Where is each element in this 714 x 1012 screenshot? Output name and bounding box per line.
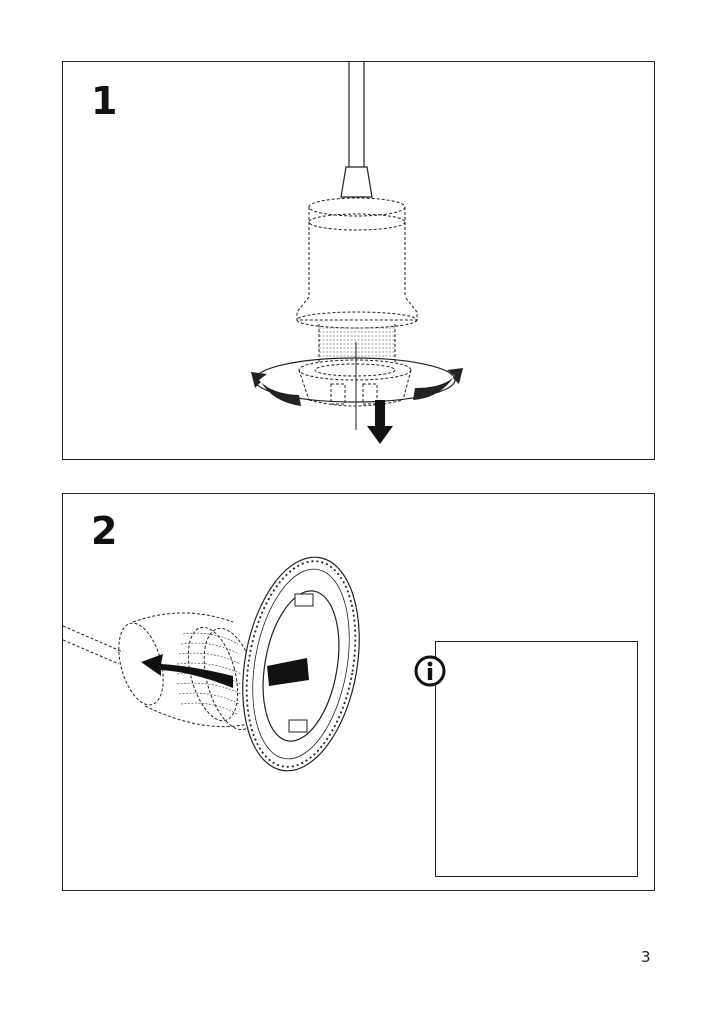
pull-arrow-icon [141, 654, 233, 688]
step-2-panel: 2 [62, 493, 655, 891]
rotate-arrow-icon [251, 372, 301, 406]
step-1-panel: 1 [62, 61, 655, 460]
down-arrow-icon [367, 400, 393, 444]
step-number: 2 [91, 509, 118, 553]
info-inset [435, 641, 638, 877]
step-1-illustration [251, 62, 463, 444]
step-number: 1 [91, 79, 118, 123]
info-icon [414, 655, 446, 687]
rotate-arrow-icon [413, 368, 463, 400]
page-number: 3 [641, 948, 651, 966]
